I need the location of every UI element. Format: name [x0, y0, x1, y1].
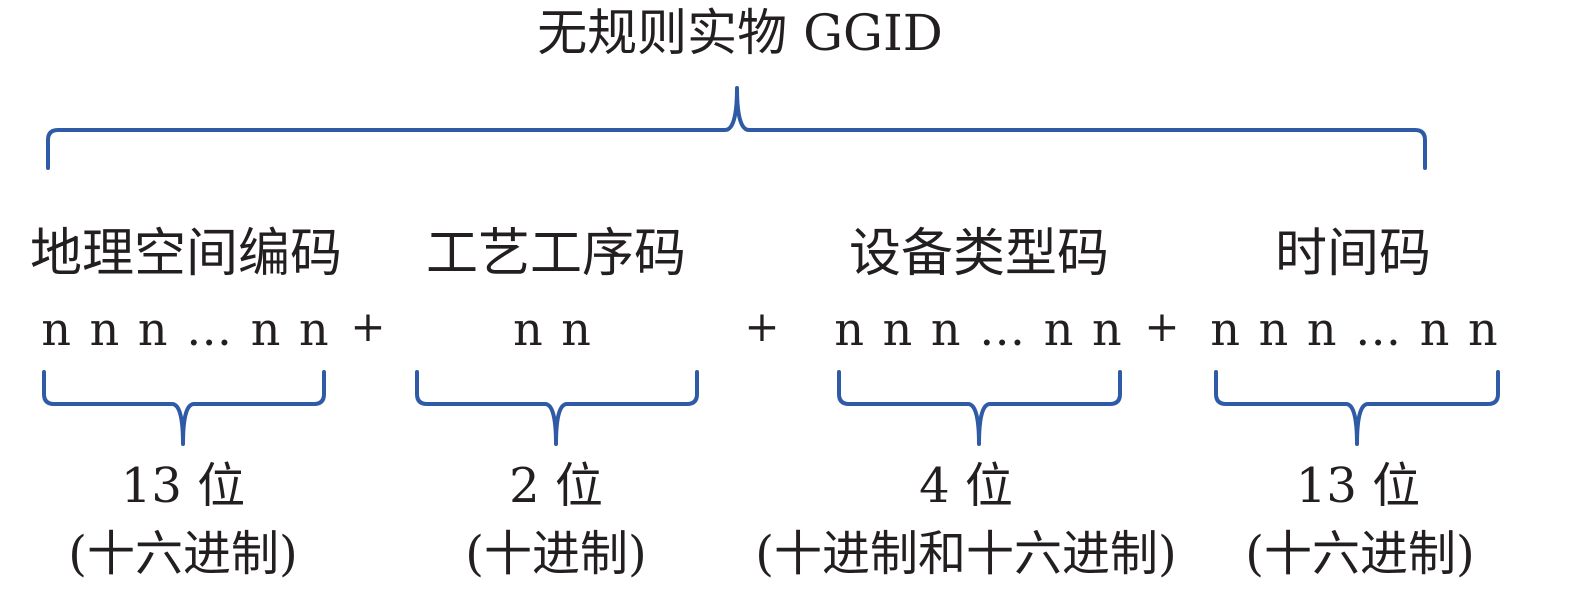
segment-digits-process: n n — [513, 302, 593, 356]
plus-sign-2: + — [744, 302, 780, 351]
brace-segment-1 — [415, 370, 699, 446]
brace-segment-3 — [1214, 370, 1500, 446]
segment-bits-process: 2 位 — [509, 458, 603, 514]
segment-name-geo: 地理空间编码 — [29, 224, 343, 284]
plus-sign-3: + — [1144, 302, 1180, 351]
brace-segment-2 — [837, 370, 1122, 446]
segment-base-device: (十进制和十六进制) — [755, 526, 1177, 582]
segment-name-time: 时间码 — [1274, 224, 1432, 284]
segment-name-device: 设备类型码 — [848, 224, 1110, 284]
top-brace — [46, 86, 1427, 170]
segment-base-process: (十进制) — [465, 526, 647, 582]
brace-segment-0 — [42, 370, 326, 446]
segment-digits-device: n n n … n n — [834, 302, 1124, 356]
segment-bits-geo: 13 位 — [120, 458, 246, 514]
segment-base-time: (十六进制) — [1245, 526, 1475, 582]
segment-digits-geo: n n n … n n — [41, 302, 331, 356]
segment-digits-time: n n n … n n — [1210, 302, 1500, 356]
diagram-title: 无规则实物 GGID — [537, 4, 943, 62]
segment-bits-time: 13 位 — [1295, 458, 1421, 514]
segment-name-process: 工艺工序码 — [425, 224, 687, 284]
plus-sign-1: + — [350, 302, 386, 351]
segment-bits-device: 4 位 — [919, 458, 1013, 514]
segment-base-geo: (十六进制) — [68, 526, 298, 582]
